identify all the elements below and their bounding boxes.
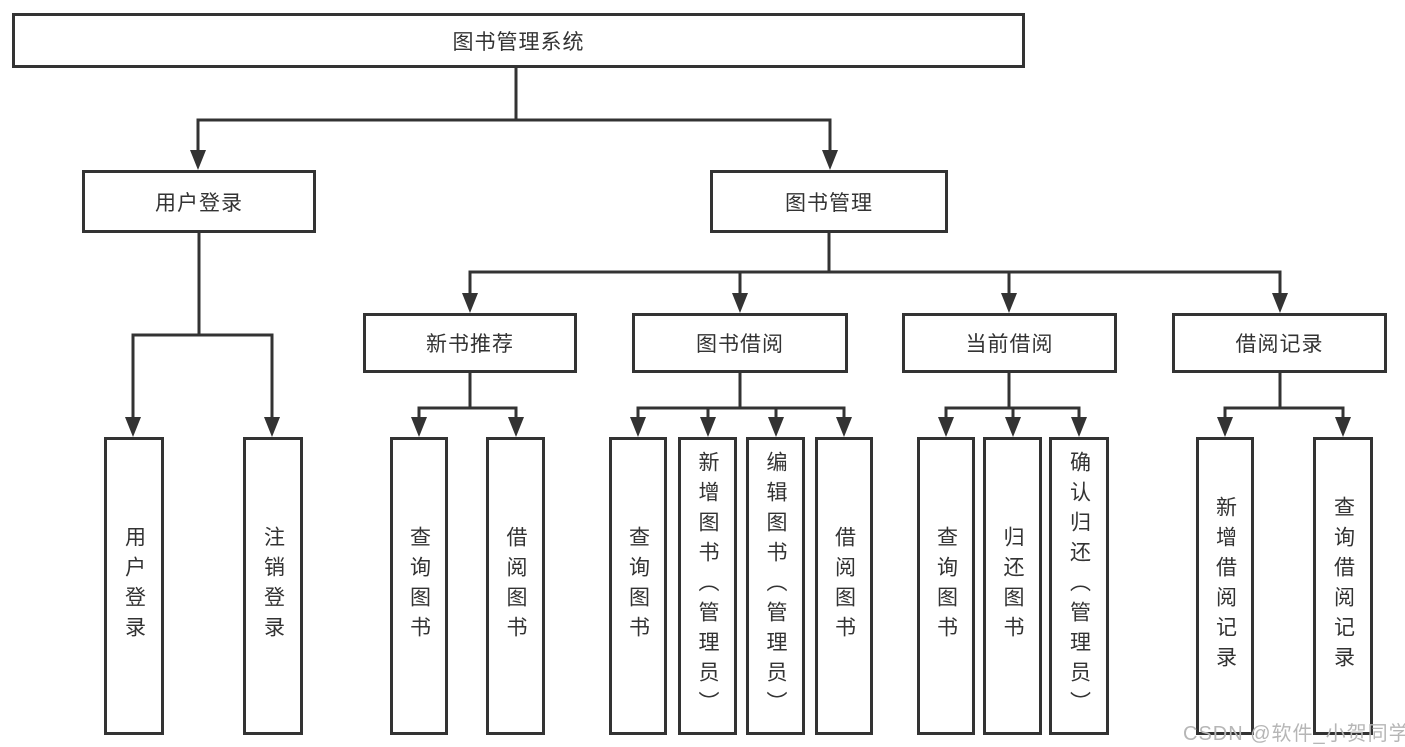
leaf-recommend-borrow-books: 借阅图书 <box>486 437 545 735</box>
leaf-logout: 注销登录 <box>243 437 303 735</box>
node-label: 图书管理 <box>785 191 873 215</box>
node-label: 借阅记录 <box>1235 333 1324 356</box>
node-label: 注销登录 <box>261 526 285 646</box>
node-label: 借阅图书 <box>832 526 856 646</box>
leaf-current-return-books: 归还图书 <box>983 437 1042 735</box>
leaf-borrowing-borrow-books: 借阅图书 <box>815 437 873 735</box>
node-borrowing-records: 借阅记录 <box>1172 313 1387 373</box>
leaf-recommend-query-books: 查询图书 <box>390 437 448 735</box>
arrowheads <box>125 150 1351 437</box>
node-label: 查询图书 <box>934 526 958 646</box>
leaf-current-confirm-return: 确认归还（管理员） <box>1049 437 1109 735</box>
node-label: 查询借阅记录 <box>1331 496 1355 676</box>
leaf-current-query-books: 查询图书 <box>917 437 975 735</box>
csdn-watermark: CSDN @软件_小贺同学 <box>1183 723 1405 745</box>
node-label: 编辑图书（管理员） <box>764 451 787 721</box>
leaf-user-login: 用户登录 <box>104 437 164 735</box>
node-user-login: 用户登录 <box>82 170 316 233</box>
node-label: 当前借阅 <box>965 333 1054 356</box>
node-book-borrowing: 图书借阅 <box>632 313 848 373</box>
node-root-system: 图书管理系统 <box>12 13 1025 68</box>
node-label: 用户登录 <box>122 526 146 646</box>
node-label: 归还图书 <box>1001 526 1024 646</box>
node-label: 用户登录 <box>155 191 243 215</box>
node-label: 借阅图书 <box>504 526 527 646</box>
node-label: 查询图书 <box>407 526 431 646</box>
node-current-borrowing: 当前借阅 <box>902 313 1117 373</box>
node-label: 新书推荐 <box>426 333 514 356</box>
leaf-records-query-record: 查询借阅记录 <box>1313 437 1373 735</box>
connector-path <box>131 68 1345 419</box>
node-label: 新增借阅记录 <box>1213 496 1237 676</box>
node-label: 图书管理系统 <box>452 30 585 54</box>
node-label: 确认归还（管理员） <box>1067 451 1091 721</box>
leaf-borrowing-edit-books: 编辑图书（管理员） <box>746 437 805 735</box>
node-new-book-recommend: 新书推荐 <box>363 313 577 373</box>
leaf-borrowing-query-books: 查询图书 <box>609 437 667 735</box>
node-label: 图书借阅 <box>696 333 784 356</box>
leaf-borrowing-add-books: 新增图书（管理员） <box>678 437 737 735</box>
leaf-records-add-record: 新增借阅记录 <box>1196 437 1254 735</box>
node-label: 查询图书 <box>626 526 650 646</box>
node-label: 新增图书（管理员） <box>696 451 719 721</box>
node-book-management: 图书管理 <box>710 170 948 233</box>
